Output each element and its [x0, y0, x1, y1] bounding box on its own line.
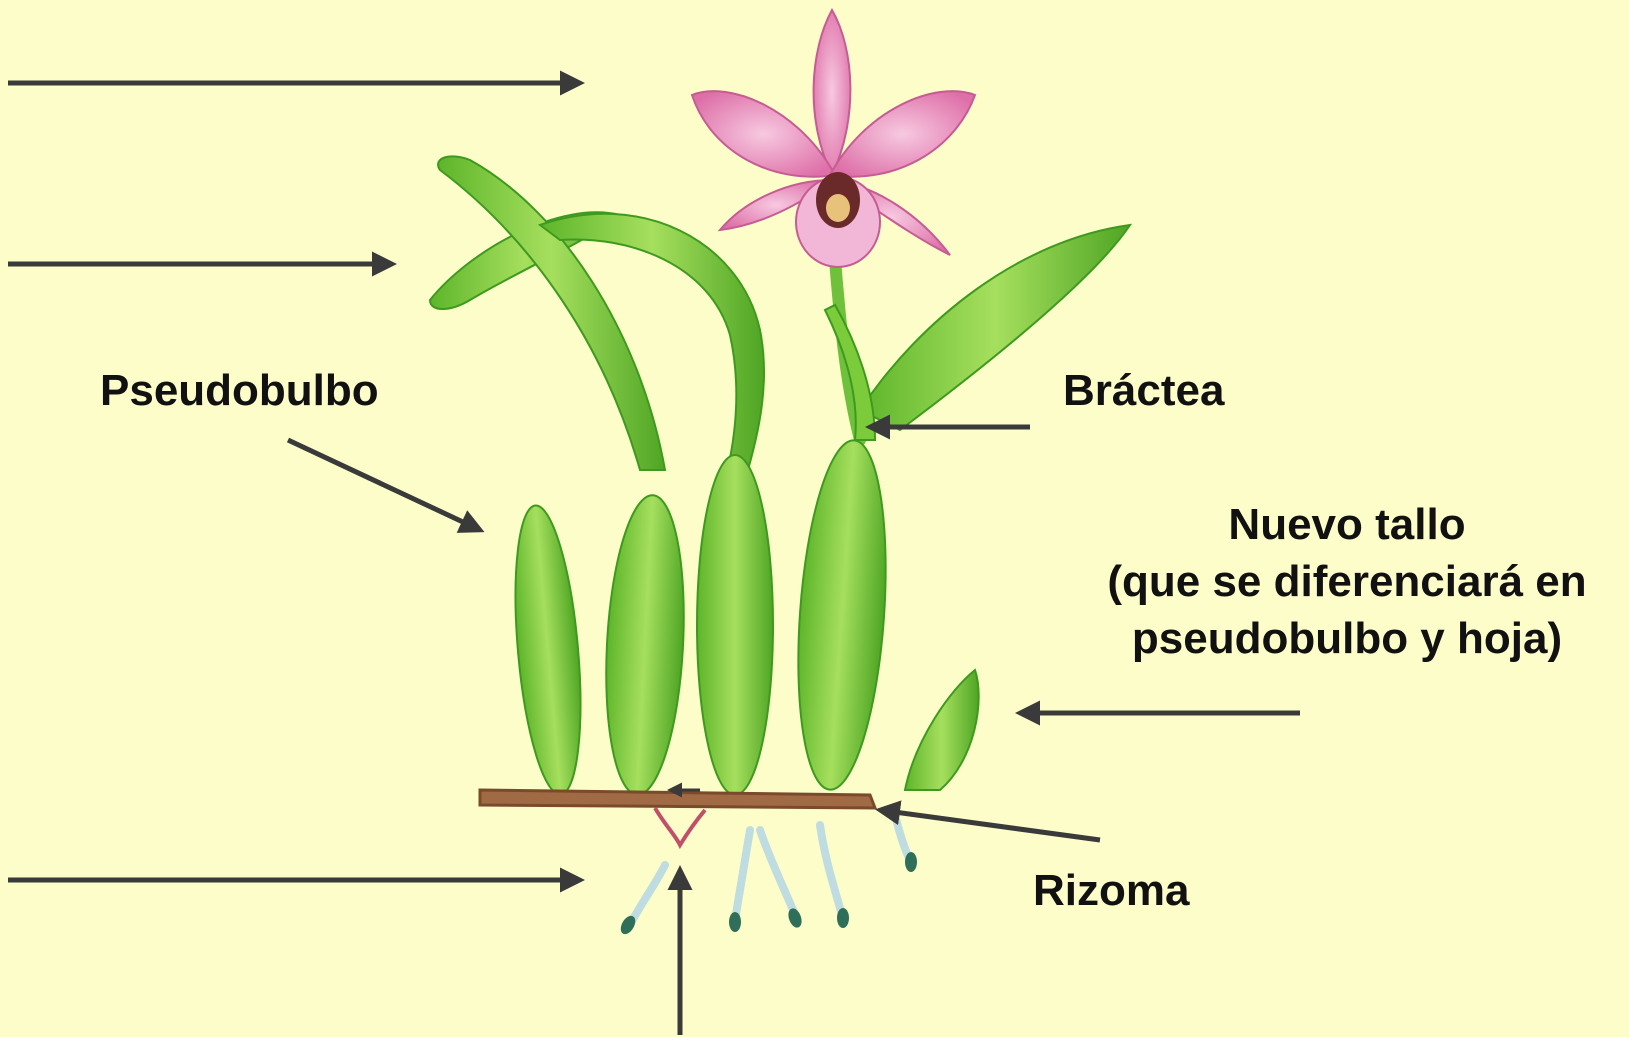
- pseudobulb-2: [599, 493, 691, 797]
- pseudobulb-4: [788, 437, 896, 792]
- pseudobulb-3: [697, 455, 773, 795]
- label-pseudobulbo: Pseudobulbo: [100, 362, 379, 419]
- label-rizoma: Rizoma: [1033, 862, 1189, 919]
- new-shoot: [905, 670, 979, 790]
- leaf-left-curve: [438, 156, 665, 470]
- rhizome-joint: [655, 808, 705, 845]
- flower: [692, 10, 975, 267]
- label-nuevo-tallo-line3: pseudobulbo y hoja): [1067, 610, 1627, 667]
- label-bractea: Bráctea: [1063, 362, 1224, 419]
- label-nuevo-tallo-line2: (que se diferenciará en: [1067, 553, 1627, 610]
- petal-right: [830, 91, 975, 177]
- arrow-rizoma: [880, 810, 1100, 840]
- pseudobulbs: [505, 437, 978, 797]
- pseudobulb-1: [505, 503, 590, 797]
- label-nuevo-tallo-line1: Nuevo tallo: [1067, 496, 1627, 553]
- rhizome: [480, 790, 875, 808]
- label-nuevo-tallo: Nuevo tallo (que se diferenciará en pseu…: [1067, 496, 1627, 668]
- arrow-pseudobulbo: [288, 440, 480, 530]
